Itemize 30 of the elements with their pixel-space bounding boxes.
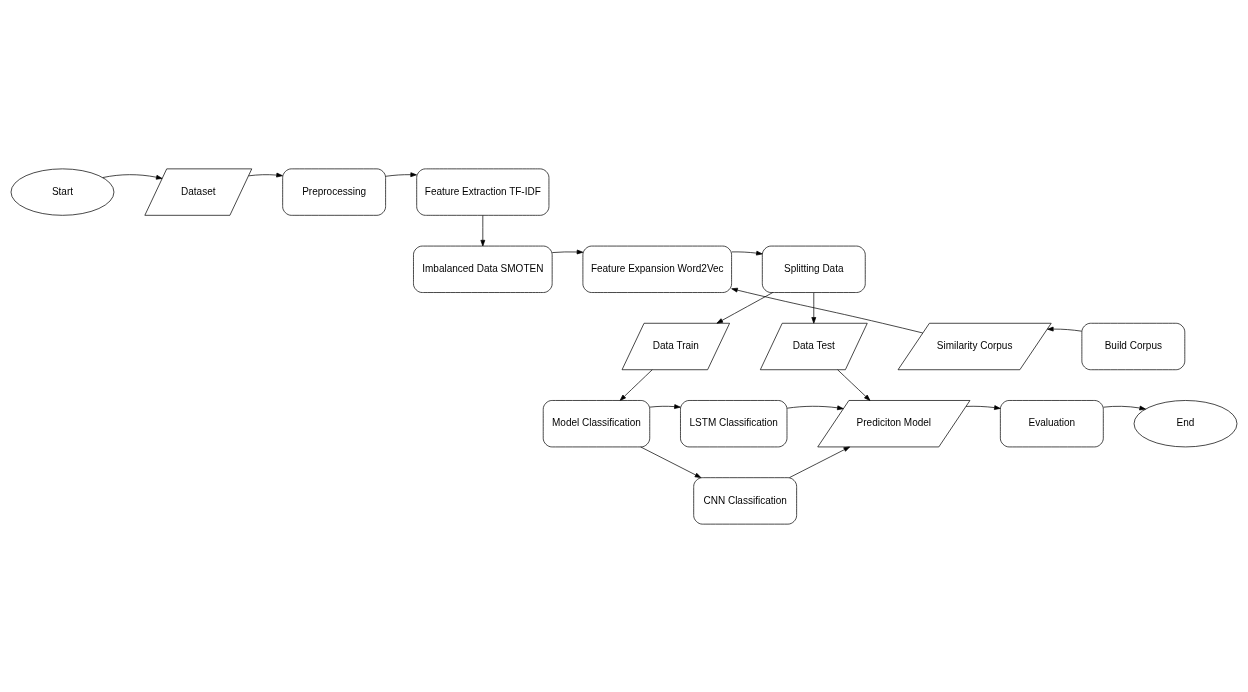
node-box: Splitting Data [761,245,866,293]
arrow [551,249,584,254]
arrow [716,291,774,324]
node-box: Imbalanced Data SMOTEN [413,245,553,293]
arrow [965,404,1001,410]
node-box: Evaluation [1000,399,1104,447]
node-box: LSTM Classification [680,399,788,447]
arrow [248,172,283,177]
node-box: Preprocessing [282,168,386,216]
arrow [731,250,763,255]
arrow [480,214,486,246]
arrow [1103,405,1146,410]
node-box: Feature Expansion Word2Vec [582,245,732,293]
node-box: Build Corpus [1081,322,1186,370]
node-ellipse: End [1133,399,1238,447]
arrow [731,287,924,333]
arrow [619,368,653,401]
arrow [640,446,702,478]
node-box: Feature Extraction TF-IDF [416,168,550,216]
arrow [385,171,417,177]
node-ellipse: Start [10,168,115,216]
arrow [1047,326,1083,332]
arrow [811,291,817,324]
arrow [649,403,681,409]
node-box: Model Classification [542,399,651,447]
arrow [786,405,844,410]
arrow [837,368,871,401]
arrow [789,446,850,478]
node-box: CNN Classification [693,476,797,524]
arrow [102,173,163,180]
